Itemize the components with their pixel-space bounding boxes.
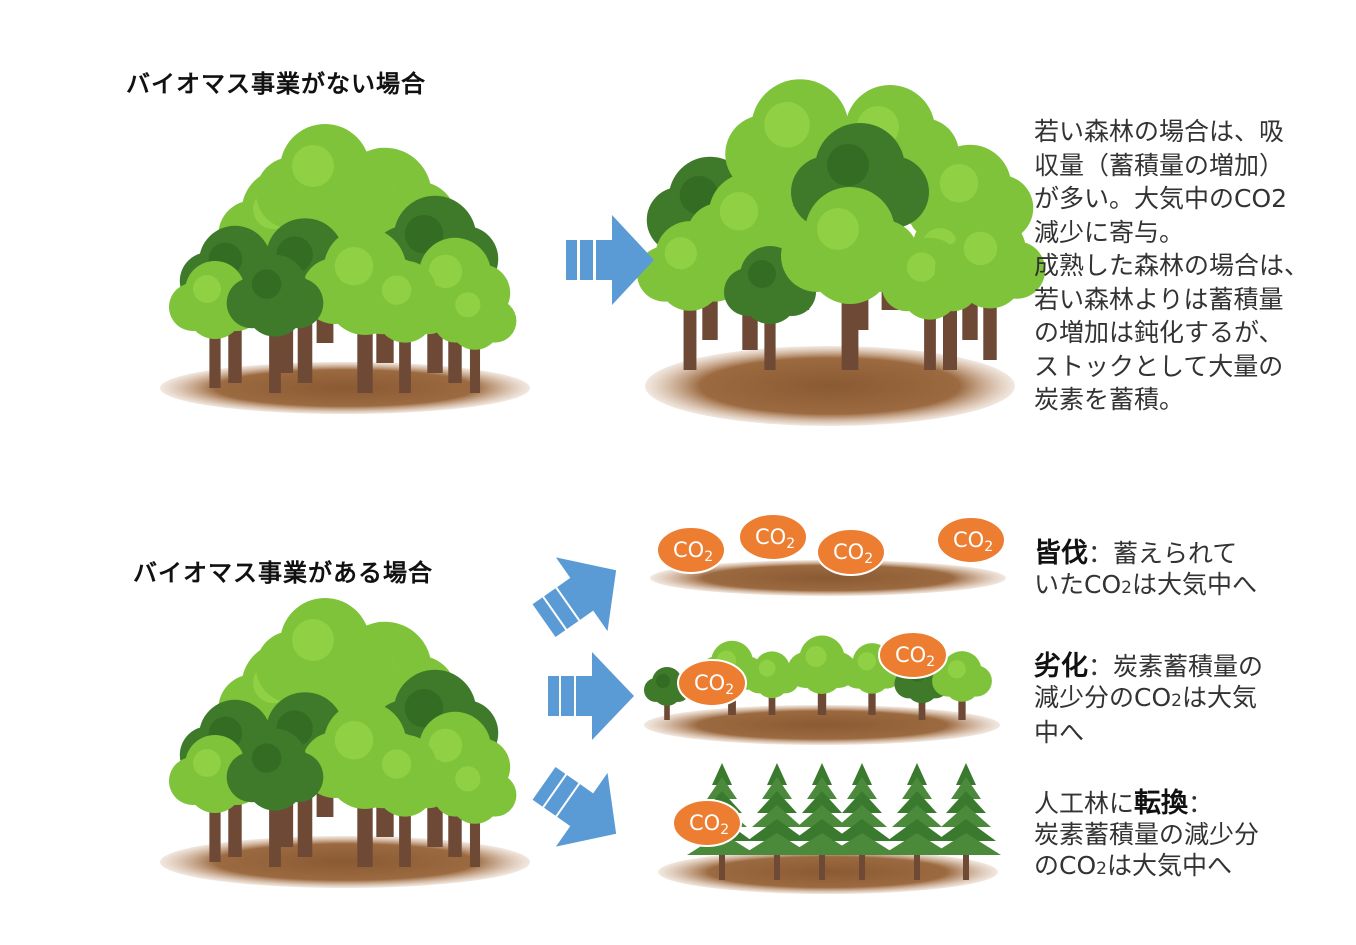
conversion-pre: 人工林に xyxy=(1034,789,1135,818)
desc-line: 収量（蓄積量の増加） xyxy=(1034,150,1285,180)
forest-young xyxy=(160,124,530,414)
desc-line: 若い森林よりは蓄積量 xyxy=(1034,284,1284,314)
ground xyxy=(658,850,998,894)
clearcut-title: 皆伐 xyxy=(1034,538,1088,569)
clearcut-line2-post: は大気中へ xyxy=(1131,570,1257,599)
co2-text: CO2 xyxy=(895,643,935,670)
desc-line: ストックとして大量の xyxy=(1034,351,1284,381)
heading-without-biomass: バイオマス事業がない場合 xyxy=(126,70,426,98)
co2-text: CO2 xyxy=(953,528,993,555)
heading-with-biomass: バイオマス事業がある場合 xyxy=(133,559,433,587)
tree xyxy=(256,598,394,817)
clearcut-line1: 蓄えられて xyxy=(1113,539,1238,568)
degradation-title: 劣化 xyxy=(1034,651,1088,682)
desc-line: の増加は鈍化するが、 xyxy=(1034,318,1284,347)
clearcut-scene xyxy=(650,560,1006,596)
conifer-tree xyxy=(882,763,952,880)
conversion-line2-post: は大気中へ xyxy=(1106,851,1232,880)
conifer-tree xyxy=(827,763,897,880)
conifer-tree xyxy=(931,763,1001,880)
clearcut-label: 皆伐：蓄えられて いたCO2は大気中へ xyxy=(1034,538,1257,604)
degradation-line3: 中へ xyxy=(1034,718,1085,747)
ground xyxy=(645,346,1015,426)
co2-subscript: 2 xyxy=(1171,691,1182,711)
tree xyxy=(433,279,517,393)
co2-text: CO2 xyxy=(833,540,873,567)
co2-bubble: CO2 xyxy=(816,528,886,576)
conversion-title: 転換 xyxy=(1134,788,1189,819)
tree xyxy=(226,254,324,393)
co2-bubble: CO2 xyxy=(672,799,742,847)
co2-bubble: CO2 xyxy=(878,631,948,679)
co2-bubble: CO2 xyxy=(656,526,726,574)
tree xyxy=(781,187,919,370)
co2-subscript: 2 xyxy=(1096,859,1107,879)
tree xyxy=(744,651,800,715)
co2-subscript: 2 xyxy=(1121,578,1132,598)
co2-text: CO2 xyxy=(673,538,713,565)
conversion-line1: 炭素蓄積量の減少分 xyxy=(1034,820,1260,849)
tree xyxy=(433,753,517,867)
conversion-scene xyxy=(658,763,1001,894)
conifer-tree xyxy=(742,763,812,880)
without-description: 若い森林の場合は、吸 収量（蓄積量の増加） が多い。大気中のCO2 減少に寄与。… xyxy=(1034,115,1309,417)
arrow-down-right xyxy=(532,766,617,847)
co2-bubble: CO2 xyxy=(936,516,1006,564)
label-separator: ： xyxy=(1088,539,1114,568)
degradation-line1: 炭素蓄積量の xyxy=(1113,652,1264,681)
co2-bubble: CO2 xyxy=(738,513,808,561)
label-separator: ： xyxy=(1188,789,1214,818)
desc-line: 成熟した森林の場合は、 xyxy=(1034,251,1310,280)
degradation-label: 劣化：炭素蓄積量の 減少分のCO2は大気 中へ xyxy=(1034,651,1263,748)
co2-text: CO2 xyxy=(694,671,734,698)
ground xyxy=(650,560,1006,596)
clearcut-line2-pre: いたCO xyxy=(1034,570,1122,599)
degradation-line2-pre: 減少分のCO xyxy=(1034,683,1172,712)
arrow-right xyxy=(566,215,654,305)
arrow-up-right xyxy=(532,557,617,638)
tree xyxy=(356,260,454,393)
tree xyxy=(787,635,857,715)
tree xyxy=(932,651,992,720)
desc-line: 減少に寄与。 xyxy=(1034,217,1185,247)
conversion-line2-pre: のCO xyxy=(1034,851,1097,880)
ground xyxy=(160,362,530,414)
desc-line: が多い。大気中のCO2 xyxy=(1034,184,1288,213)
co2-bubble: CO2 xyxy=(677,659,747,707)
tree xyxy=(637,221,743,370)
forest-mature xyxy=(637,79,1046,426)
degradation-line2-post: は大気 xyxy=(1181,683,1257,712)
forest-with-biomass xyxy=(160,598,530,888)
tree xyxy=(356,734,454,867)
label-separator: ： xyxy=(1088,652,1114,681)
co2-text: CO2 xyxy=(755,525,795,552)
desc-line: 若い森林の場合は、吸 xyxy=(1034,117,1285,146)
co2-text: CO2 xyxy=(689,811,729,838)
tree xyxy=(934,214,1046,360)
ground xyxy=(160,836,530,888)
desc-line: 炭素を蓄積。 xyxy=(1034,385,1185,414)
conversion-label: 人工林に転換： 炭素蓄積量の減少分 のCO2は大気中へ xyxy=(1034,788,1259,885)
arrow-right-middle xyxy=(548,652,634,740)
tree xyxy=(226,728,324,867)
